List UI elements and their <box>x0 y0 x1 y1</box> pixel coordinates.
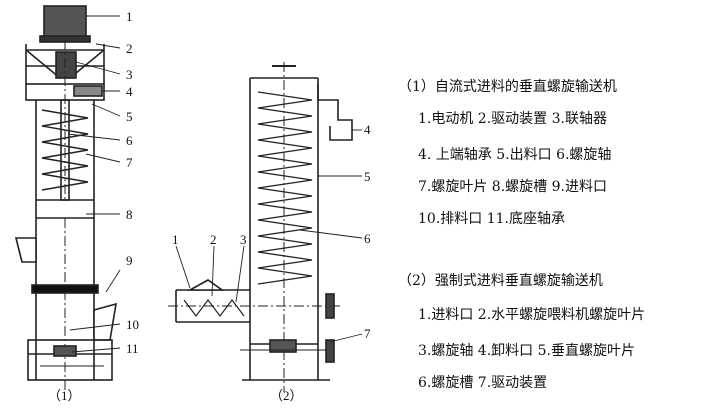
callout-1-6: 6 <box>126 133 133 148</box>
clamp-ring <box>31 284 99 294</box>
callout-2-6: 6 <box>364 231 371 246</box>
callout-2-7: 7 <box>364 326 371 341</box>
callout-2-5: 5 <box>364 169 371 184</box>
callout-2-1: 1 <box>172 232 179 247</box>
figure-1-caption: （1） <box>48 388 81 403</box>
callout-2-2: 2 <box>210 232 217 247</box>
figure-2-drawing <box>168 62 353 392</box>
callout-1-4: 4 <box>126 84 133 99</box>
legend-1-line-2: 4. 上端轴承 5.出料口 6.螺旋轴 <box>418 147 612 163</box>
legend-2-line-1: 1.进料口 2.水平螺旋喂料机螺旋叶片 <box>418 307 646 323</box>
motor <box>43 5 87 39</box>
callout-1-11: 11 <box>126 341 139 356</box>
figure-2-caption: （2） <box>270 388 303 403</box>
legend-1-line-3: 7.螺旋叶片 8.螺旋槽 9.进料口 <box>418 179 607 195</box>
callout-1-5: 5 <box>126 109 133 124</box>
callout-1-8: 8 <box>126 207 133 222</box>
callout-1-3: 3 <box>126 67 133 82</box>
callout-1-10: 10 <box>126 317 139 332</box>
legend-1-title: （1）自流式进料的垂直螺旋输送机 <box>398 79 617 95</box>
callout-2-3: 3 <box>240 232 247 247</box>
figure-2-leaders <box>175 129 363 343</box>
callout-1-7: 7 <box>126 155 133 170</box>
figure-1-callouts: 1 2 3 4 5 6 7 8 9 10 11 （1） <box>48 9 139 403</box>
callout-2-4: 4 <box>364 122 371 137</box>
legend-2-line-3: 6.螺旋槽 7.驱动装置 <box>418 375 548 391</box>
callout-1-1: 1 <box>126 9 133 24</box>
figure-1-drawing <box>14 5 117 390</box>
figure-2-callouts: 1 2 3 4 5 6 7 （2） <box>172 122 371 403</box>
figure-1-leaders <box>67 15 121 353</box>
legend-2-line-2: 3.螺旋轴 4.卸料口 5.垂直螺旋叶片 <box>418 343 635 359</box>
legend-2-title: （2）强制式进料垂直螺旋输送机 <box>398 273 603 289</box>
callout-1-9: 9 <box>126 253 133 268</box>
legend-1-line-4: 10.排料口 11.底座轴承 <box>418 211 565 227</box>
callout-1-2: 2 <box>126 41 133 56</box>
legend-1-line-1: 1.电动机 2.驱动装置 3.联轴器 <box>418 111 607 127</box>
